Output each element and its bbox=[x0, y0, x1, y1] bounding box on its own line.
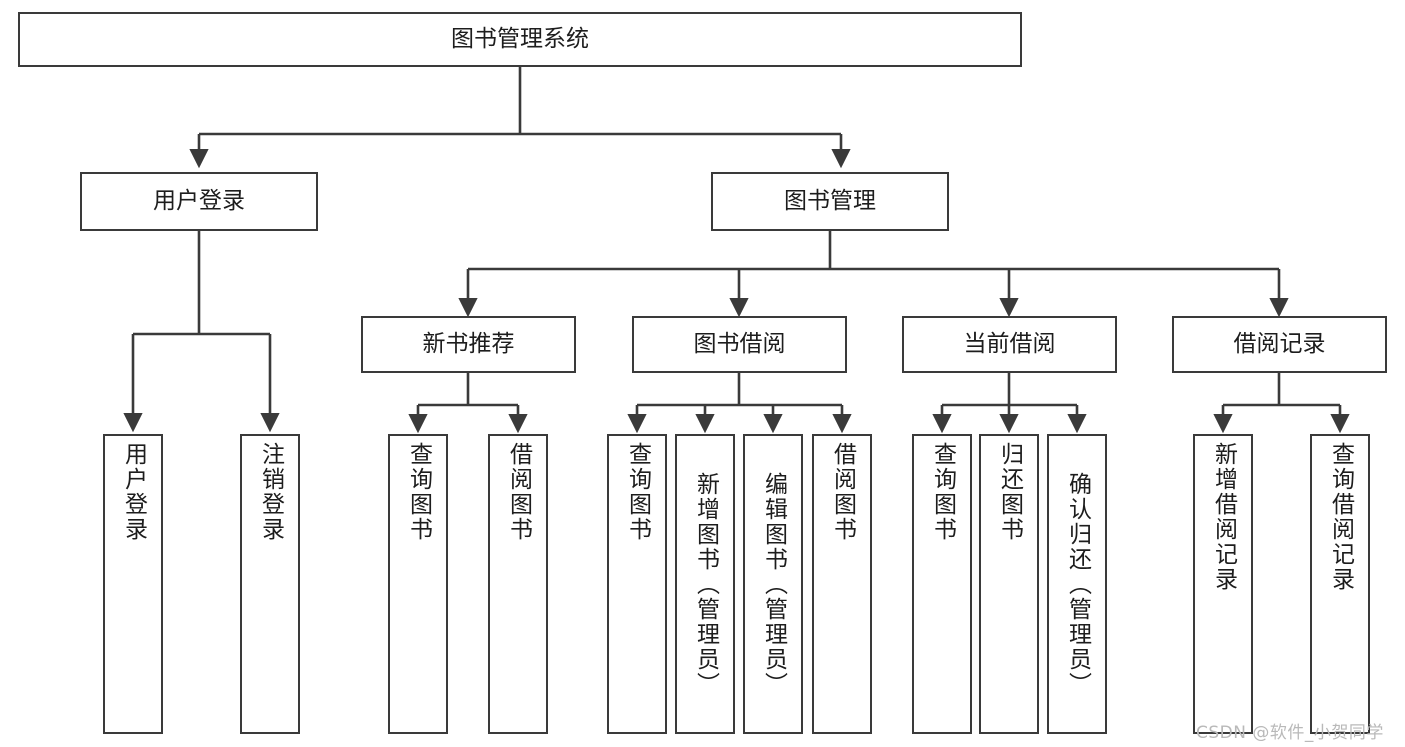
node-leaf-query-book-current[interactable]: 查询图书 bbox=[912, 434, 972, 734]
node-new-book-recommend[interactable]: 新书推荐 bbox=[361, 316, 576, 373]
node-leaf-return-book[interactable]: 归还图书 bbox=[979, 434, 1039, 734]
node-leaf-borrow-book[interactable]: 借阅图书 bbox=[812, 434, 872, 734]
node-label: 新书推荐 bbox=[422, 331, 515, 358]
node-book-borrow[interactable]: 图书借阅 bbox=[632, 316, 847, 373]
node-label: 图书管理 bbox=[784, 188, 876, 215]
edge-user-login-to-leaves bbox=[123, 231, 280, 433]
node-label: 图书借阅 bbox=[693, 331, 786, 358]
edge-book-mgmt-to-level3 bbox=[458, 231, 1289, 318]
node-label: 借阅图书 bbox=[505, 442, 532, 542]
node-leaf-query-book-recommend[interactable]: 查询图书 bbox=[388, 434, 448, 734]
node-leaf-confirm-return-admin[interactable]: 确认归还（管理员） bbox=[1047, 434, 1107, 734]
node-user-login[interactable]: 用户登录 bbox=[80, 172, 318, 231]
edge-current-borrow-to-leaves bbox=[932, 373, 1087, 434]
node-label: 查询借阅记录 bbox=[1327, 442, 1354, 592]
node-label: 确认归还（管理员） bbox=[1064, 471, 1091, 697]
node-label: 注销登录 bbox=[257, 442, 284, 542]
node-label: 借阅图书 bbox=[829, 442, 856, 542]
node-label: 新增借阅记录 bbox=[1210, 442, 1237, 592]
edge-borrow-record-to-leaves bbox=[1213, 373, 1350, 434]
watermark-text: CSDN @软件_小贺同学 bbox=[1196, 723, 1384, 743]
node-leaf-borrow-book-recommend[interactable]: 借阅图书 bbox=[488, 434, 548, 734]
node-leaf-query-borrow-record[interactable]: 查询借阅记录 bbox=[1310, 434, 1370, 734]
node-label: 图书管理系统 bbox=[451, 26, 589, 53]
node-label: 归还图书 bbox=[996, 442, 1023, 542]
node-label: 查询图书 bbox=[929, 442, 956, 542]
node-label: 当前借阅 bbox=[963, 331, 1056, 358]
node-borrow-record[interactable]: 借阅记录 bbox=[1172, 316, 1387, 373]
node-label: 借阅记录 bbox=[1233, 331, 1326, 358]
node-label: 用户登录 bbox=[120, 442, 147, 542]
node-label: 查询图书 bbox=[624, 442, 651, 542]
edge-root-to-level2 bbox=[189, 66, 851, 169]
edge-new-book-to-leaves bbox=[408, 373, 528, 434]
node-leaf-logout[interactable]: 注销登录 bbox=[240, 434, 300, 734]
node-label: 用户登录 bbox=[153, 188, 245, 215]
node-root-book-management-system[interactable]: 图书管理系统 bbox=[18, 12, 1022, 67]
node-label: 查询图书 bbox=[405, 442, 432, 542]
node-leaf-query-book-borrow[interactable]: 查询图书 bbox=[607, 434, 667, 734]
node-leaf-add-book-admin[interactable]: 新增图书（管理员） bbox=[675, 434, 735, 734]
node-label: 编辑图书（管理员） bbox=[760, 471, 787, 697]
node-leaf-user-login[interactable]: 用户登录 bbox=[103, 434, 163, 734]
node-current-borrow[interactable]: 当前借阅 bbox=[902, 316, 1117, 373]
node-label: 新增图书（管理员） bbox=[692, 471, 719, 697]
node-leaf-add-borrow-record[interactable]: 新增借阅记录 bbox=[1193, 434, 1253, 734]
edge-book-borrow-to-leaves bbox=[627, 373, 852, 434]
node-leaf-edit-book-admin[interactable]: 编辑图书（管理员） bbox=[743, 434, 803, 734]
node-book-management[interactable]: 图书管理 bbox=[711, 172, 949, 231]
